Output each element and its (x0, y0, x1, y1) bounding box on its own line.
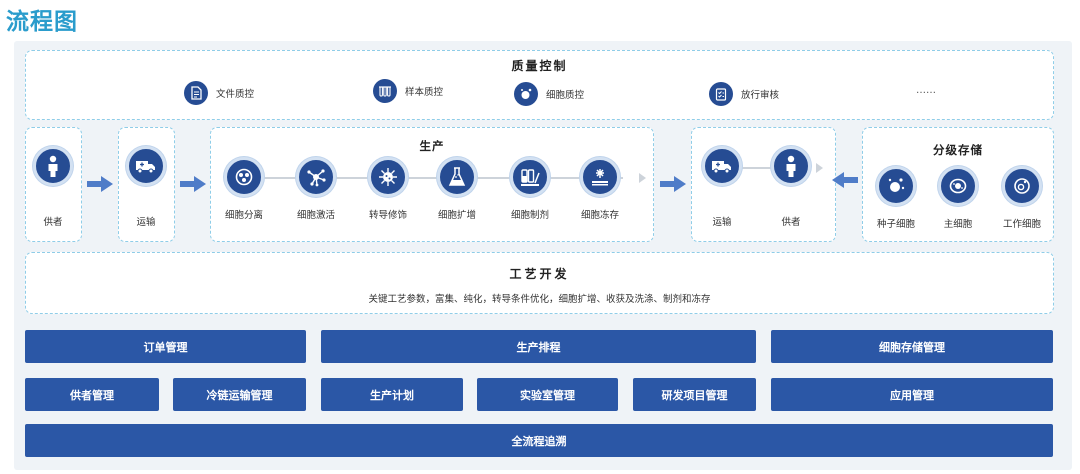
step-label: 细胞制剂 (510, 210, 549, 221)
donor-label: 供者 (43, 217, 63, 228)
qc-item-label: 细胞质控 (546, 90, 585, 101)
person-icon (771, 146, 811, 186)
step-label: 细胞激活 (296, 210, 335, 221)
storage-box: 分级存储 种子细胞 主细胞 工作细胞 (862, 127, 1054, 242)
storage-title: 分级存储 (933, 143, 983, 157)
working-cell-icon (1002, 166, 1042, 206)
step-cell-activation: 细胞激活 (279, 157, 353, 221)
storage-label: 主细胞 (943, 219, 973, 230)
donor-node: 供者 (16, 146, 90, 228)
application-management-button[interactable]: 应用管理 (771, 378, 1053, 411)
donor-box: 供者 (25, 127, 82, 242)
freeze-icon (580, 157, 620, 197)
truck-icon (702, 146, 742, 186)
step-cell-separation: 细胞分离 (207, 157, 281, 221)
sample-icon (373, 79, 397, 103)
production-plan-button[interactable]: 生产计划 (321, 378, 463, 411)
document-icon (184, 81, 208, 105)
delivery-box: 运输 供者 (691, 127, 836, 242)
cold-chain-management-button[interactable]: 冷链运输管理 (173, 378, 306, 411)
truck-icon (126, 146, 166, 186)
storage-label: 种子细胞 (876, 219, 915, 230)
person-icon (33, 146, 73, 186)
qc-item-document: 文件质控 (184, 81, 254, 105)
cell-storage-management-button[interactable]: 细胞存储管理 (771, 330, 1053, 363)
order-management-button[interactable]: 订单管理 (25, 330, 306, 363)
production-connector-head (639, 173, 646, 183)
step-expansion: 细胞扩增 (420, 157, 494, 221)
process-development-box: 工艺开发 关键工艺参数，富集、纯化，转导条件优化，细胞扩增、收获及洗涤、制剂和冻… (25, 252, 1054, 314)
cell-activation-icon (296, 157, 336, 197)
qc-item-release: 放行审核 (709, 82, 779, 106)
flow-arrow-3 (660, 176, 686, 192)
process-development-title: 工艺开发 (509, 267, 570, 281)
step-formulation: 细胞制剂 (493, 157, 567, 221)
rd-project-management-button[interactable]: 研发项目管理 (633, 378, 756, 411)
cell-icon (514, 82, 538, 106)
process-development-description: 关键工艺参数，富集、纯化，转导条件优化，细胞扩增、收获及洗涤、制剂和冻存 (368, 294, 711, 305)
production-scheduling-button[interactable]: 生产排程 (321, 330, 756, 363)
donor-management-button[interactable]: 供者管理 (25, 378, 159, 411)
qc-item-label: 文件质控 (216, 89, 255, 100)
delivery-connector-head (816, 163, 823, 173)
full-process-traceability-button[interactable]: 全流程追溯 (25, 424, 1053, 457)
storage-seed-node: 种子细胞 (859, 166, 933, 230)
seed-cell-icon (876, 166, 916, 206)
storage-master-node: 主细胞 (921, 166, 995, 230)
step-label: 细胞冻存 (580, 210, 619, 221)
transport-label: 运输 (136, 217, 156, 228)
master-cell-icon (938, 166, 978, 206)
flow-arrow-1 (87, 176, 113, 192)
qc-item-label: 放行审核 (741, 90, 780, 101)
flow-arrow-4 (832, 172, 858, 188)
flow-arrow-2 (180, 176, 206, 192)
page-title: 流程图 (6, 9, 78, 35)
step-label: 细胞扩增 (437, 210, 476, 221)
step-label: 细胞分离 (224, 210, 263, 221)
qc-more: …… (916, 85, 936, 96)
storage-label: 工作细胞 (1002, 219, 1041, 230)
transport-node: 运输 (109, 146, 183, 228)
storage-working-node: 工作细胞 (985, 166, 1059, 230)
delivery-donor-node: 供者 (754, 146, 828, 228)
lab-management-button[interactable]: 实验室管理 (477, 378, 618, 411)
qc-item-cell: 细胞质控 (514, 82, 584, 106)
formulation-icon (510, 157, 550, 197)
delivery-transport-label: 运输 (712, 217, 732, 228)
delivery-transport-node: 运输 (685, 146, 759, 228)
quality-control-title: 质量控制 (511, 59, 568, 73)
step-transduction: 转导修饰 (351, 157, 425, 221)
virus-icon (368, 157, 408, 197)
production-title: 生产 (419, 139, 445, 153)
flask-icon (437, 157, 477, 197)
qc-item-label: 样本质控 (405, 87, 444, 98)
qc-item-sample: 样本质控 (373, 79, 443, 103)
quality-control-box: 质量控制 文件质控 样本质控 细胞质控 放行审核 …… (25, 50, 1054, 120)
delivery-donor-label: 供者 (781, 217, 801, 228)
step-label: 转导修饰 (368, 210, 407, 221)
checklist-icon (709, 82, 733, 106)
step-cryopreservation: 细胞冻存 (563, 157, 637, 221)
transport-box: 运输 (118, 127, 175, 242)
production-box: 生产 细胞分离 细胞激活 转导修饰 细胞扩增 细胞制剂 (210, 127, 654, 242)
cell-separation-icon (224, 157, 264, 197)
